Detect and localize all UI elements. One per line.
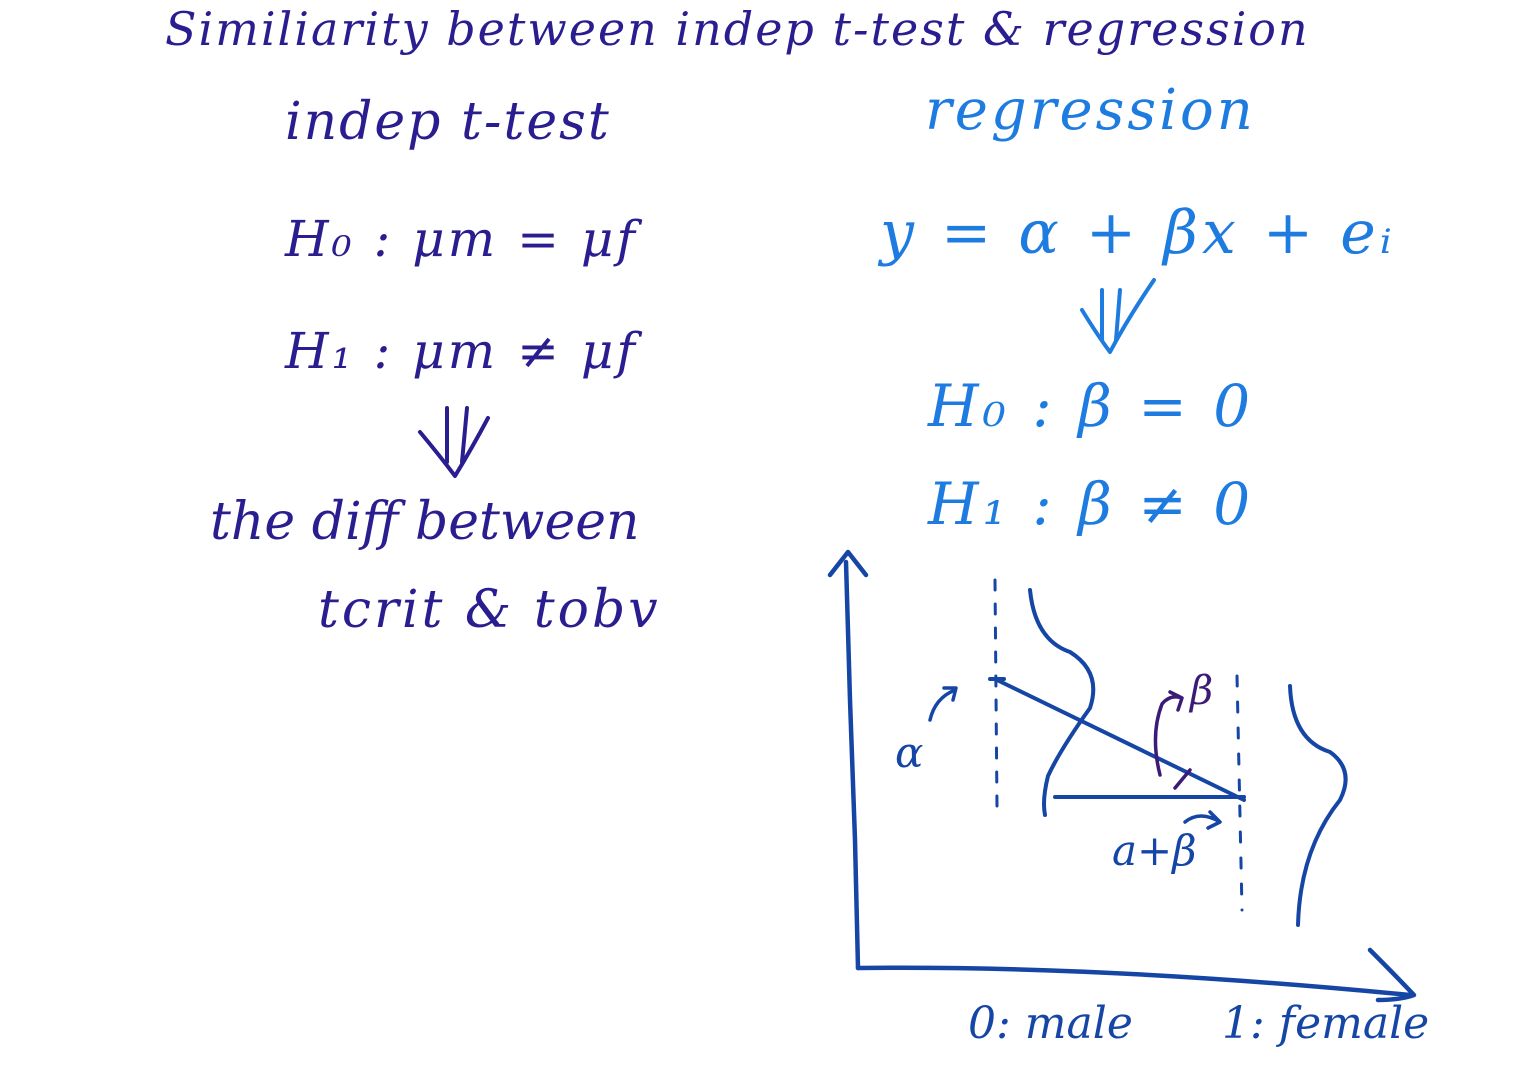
alpha-plus-beta-pointer-arrow-icon xyxy=(1183,810,1222,830)
annotation-arrows xyxy=(928,686,1222,830)
beta-pointer-arrow-icon xyxy=(1153,690,1184,777)
y-axis-arrowhead-icon xyxy=(827,549,869,578)
beta-label: β xyxy=(1190,668,1214,714)
alpha-label: α xyxy=(895,728,924,777)
x-axis-arrowhead-icon xyxy=(1367,947,1417,1003)
male-distribution-curve xyxy=(1028,588,1096,817)
alpha-pointer-arrow-icon xyxy=(928,686,958,722)
graph-axes xyxy=(827,549,1417,1003)
regression-slope-line xyxy=(993,677,1246,802)
x-axis-label-female: 1: female xyxy=(1222,998,1430,1049)
t-test-alternative-hypothesis: H₁ : μm ≠ μf xyxy=(285,322,638,380)
distribution-curves xyxy=(1028,588,1348,927)
regression-heading: regression xyxy=(925,78,1256,143)
x-axis-line xyxy=(855,965,1413,998)
regression-equation: y = α + βx + eᵢ xyxy=(880,198,1396,268)
alpha-plus-beta-label: a+β xyxy=(1112,826,1197,875)
regression-lines xyxy=(988,677,1246,802)
right-implies-arrow-icon xyxy=(1080,278,1156,354)
left-implies-arrow-icon xyxy=(418,406,490,478)
male-guide-line xyxy=(993,578,999,810)
beta-angle-tick xyxy=(1173,768,1192,790)
t-test-conclusion-line-1: the diff between xyxy=(210,492,640,552)
regression-alternative-hypothesis: H₁ : β ≠ 0 xyxy=(928,470,1255,538)
y-axis-line xyxy=(843,559,861,971)
regression-null-hypothesis: H₀ : β = 0 xyxy=(928,372,1255,440)
female-guide-line xyxy=(1235,674,1244,912)
page-title: Similiarity between indep t-test & regre… xyxy=(165,2,1310,56)
t-test-null-hypothesis: H₀ : μm = μf xyxy=(285,210,638,268)
t-test-conclusion-line-2: tcrit & tobv xyxy=(318,580,661,640)
indep-t-test-heading: indep t-test xyxy=(285,92,611,152)
female-distribution-curve xyxy=(1288,684,1348,927)
x-axis-label-male: 0: male xyxy=(968,998,1133,1049)
